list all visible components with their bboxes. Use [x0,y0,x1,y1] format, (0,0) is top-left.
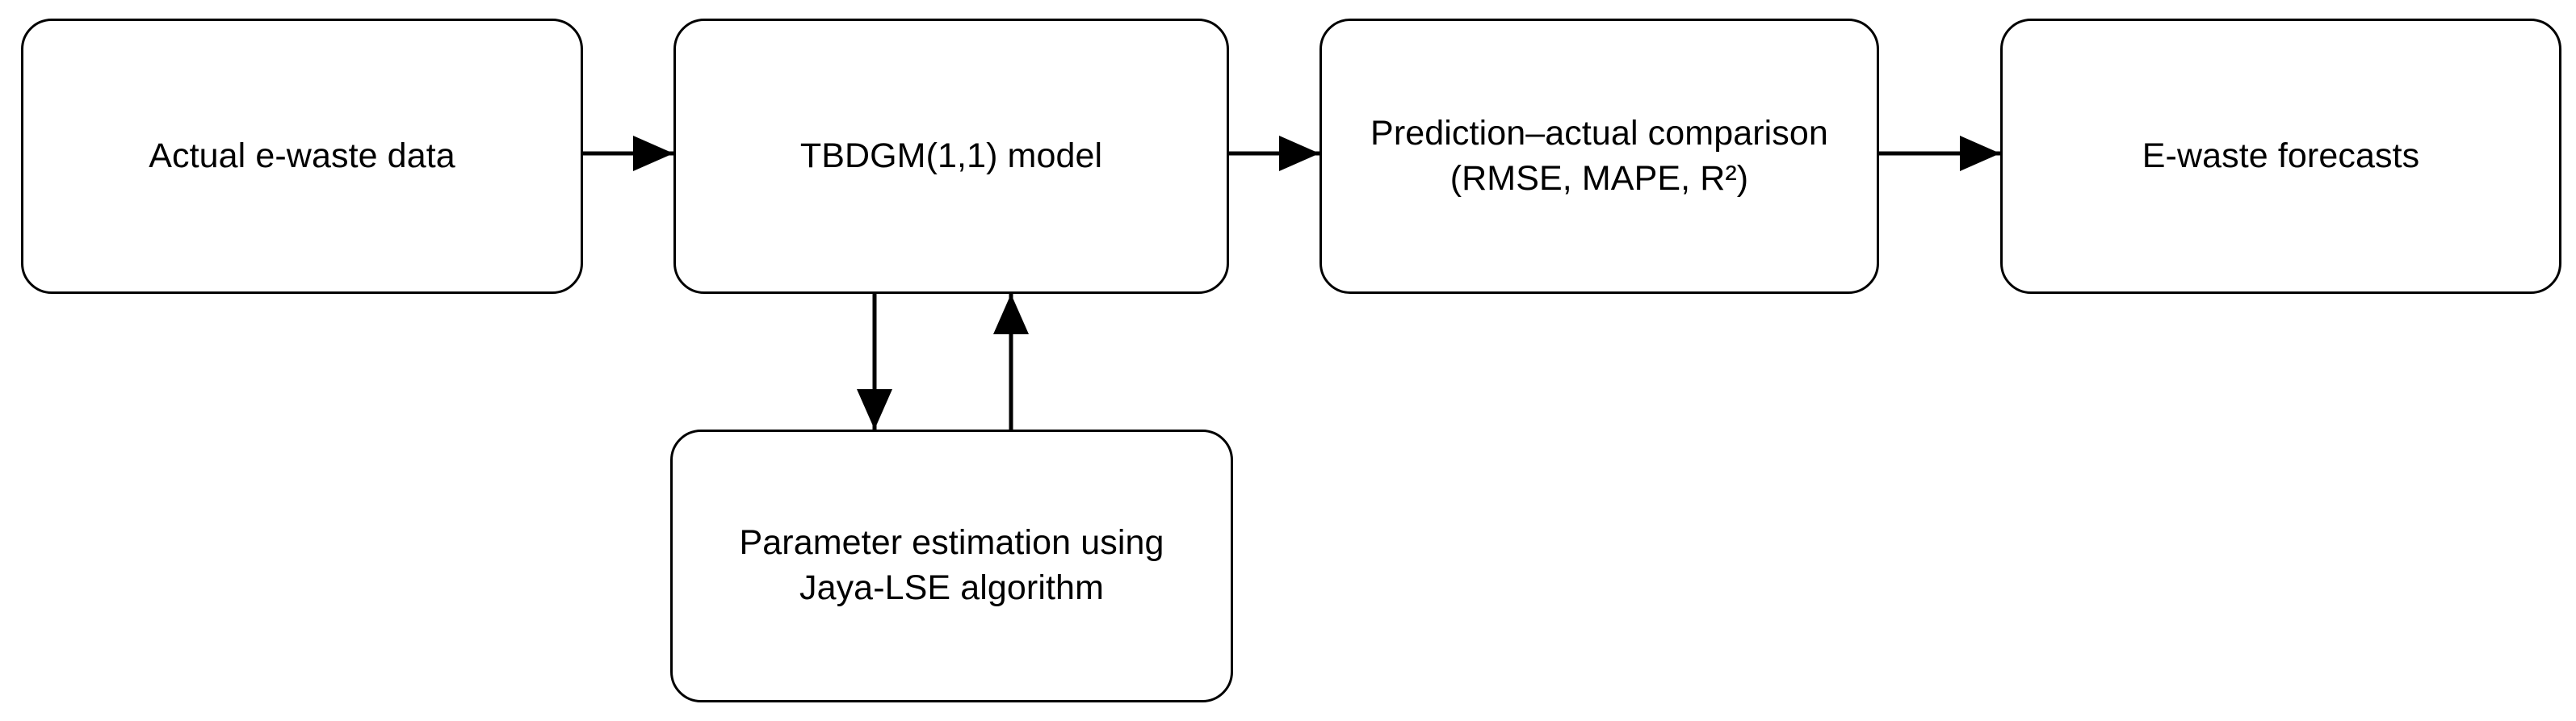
node-label-forecasts: E-waste forecasts [2142,136,2420,175]
node-label-comparison: Prediction–actual comparison (RMSE, MAPE… [1370,113,1828,198]
node-forecasts[interactable]: E-waste forecasts [2000,19,2561,294]
node-label-parameter-estimation: Parameter estimation using Jaya-LSE algo… [739,523,1164,607]
node-parameter-estimation[interactable]: Parameter estimation using Jaya-LSE algo… [670,430,1233,702]
node-label-tbdgm-model: TBDGM(1,1) model [799,136,1103,175]
node-comparison[interactable]: Prediction–actual comparison (RMSE, MAPE… [1319,19,1879,294]
node-actual-data[interactable]: Actual e-waste data [21,19,583,294]
node-label-actual-data: Actual e-waste data [149,136,455,175]
node-tbdgm-model[interactable]: TBDGM(1,1) model [673,19,1229,294]
